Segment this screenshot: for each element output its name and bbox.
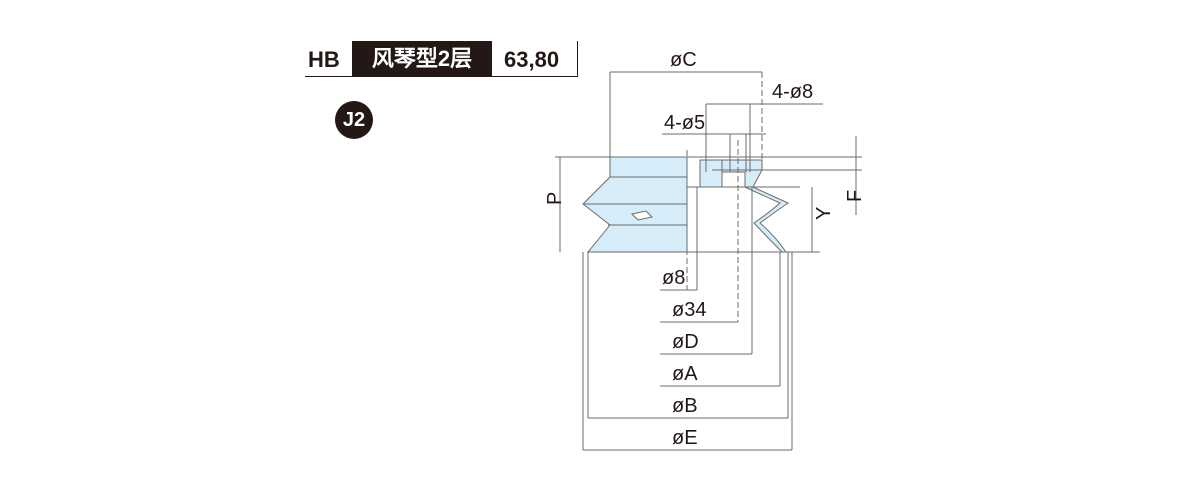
dim-f-label: F [844, 190, 866, 202]
dim-d-label: øD [672, 331, 699, 353]
size-list: 63,80 [504, 47, 560, 72]
dim-e-label: øE [672, 427, 698, 449]
series-code: HB [308, 47, 340, 72]
dim-b-label: øB [672, 395, 698, 417]
dim-p-label: P [544, 192, 566, 205]
side-port-icon [630, 210, 654, 221]
dim-holes-small-label: 4-ø5 [664, 112, 705, 134]
dim-34-label: ø34 [672, 299, 706, 321]
variant-badge: J2 [335, 101, 373, 139]
dim-c-label: øC [670, 49, 697, 71]
model-header: HB 风琴型2层 63,80 [305, 41, 578, 77]
dim-y-label: Y [813, 207, 835, 220]
dim-port-label: ø8 [662, 267, 685, 289]
dim-holes-large-label: 4-ø8 [772, 81, 813, 103]
dim-a-label: øA [672, 363, 698, 385]
type-label: 风琴型2层 [352, 41, 492, 76]
